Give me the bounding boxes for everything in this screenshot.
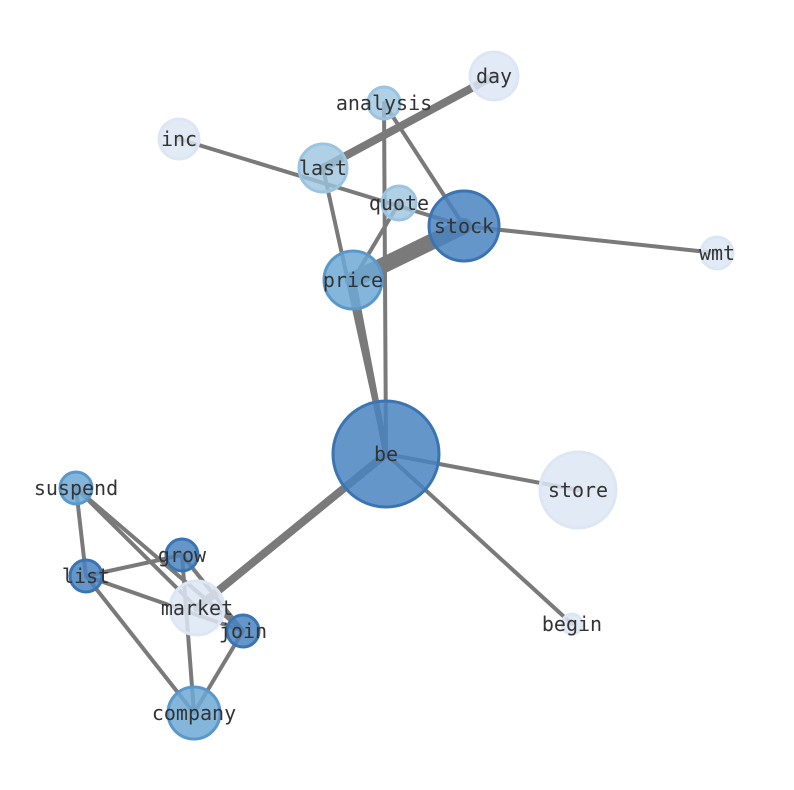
node-stock[interactable] <box>427 189 501 263</box>
node-suspend[interactable] <box>58 470 94 506</box>
node-label-quote: quote <box>369 191 429 215</box>
node-label-wmt: wmt <box>699 241 735 265</box>
node-label-suspend: suspend <box>34 476 118 500</box>
node-list[interactable] <box>68 558 104 594</box>
node-label-last: last <box>299 156 347 180</box>
node-label-day: day <box>476 64 512 88</box>
node-label-inc: inc <box>161 127 197 151</box>
node-be[interactable] <box>331 399 441 509</box>
node-grow[interactable] <box>164 537 200 573</box>
node-join[interactable] <box>225 613 261 649</box>
node-last[interactable] <box>297 142 349 194</box>
node-label-stock: stock <box>434 214 494 238</box>
node-day[interactable] <box>468 50 520 102</box>
node-quote[interactable] <box>380 184 418 222</box>
node-begin[interactable] <box>560 612 584 636</box>
node-store[interactable] <box>538 450 618 530</box>
node-label-company: company <box>152 701 236 725</box>
node-label-store: store <box>548 478 608 502</box>
node-label-grow: grow <box>158 543 207 567</box>
node-wmt[interactable] <box>699 235 735 271</box>
edge-list-company <box>84 574 196 715</box>
node-label-analysis: analysis <box>336 91 432 115</box>
node-label-price: price <box>323 268 383 292</box>
node-inc[interactable] <box>157 117 201 161</box>
node-company[interactable] <box>166 685 222 741</box>
node-label-list: list <box>62 564 110 588</box>
node-label-market: market <box>161 596 233 620</box>
node-layer <box>58 50 735 741</box>
node-price[interactable] <box>322 249 384 311</box>
edge-last-day <box>319 72 498 172</box>
edge-analysis-be <box>382 101 388 456</box>
node-analysis[interactable] <box>366 85 402 121</box>
node-label-begin: begin <box>542 612 602 636</box>
node-label-be: be <box>374 442 398 466</box>
edge-stock-wmt <box>462 224 719 255</box>
node-market[interactable] <box>168 579 226 637</box>
node-label-join: join <box>219 619 267 643</box>
